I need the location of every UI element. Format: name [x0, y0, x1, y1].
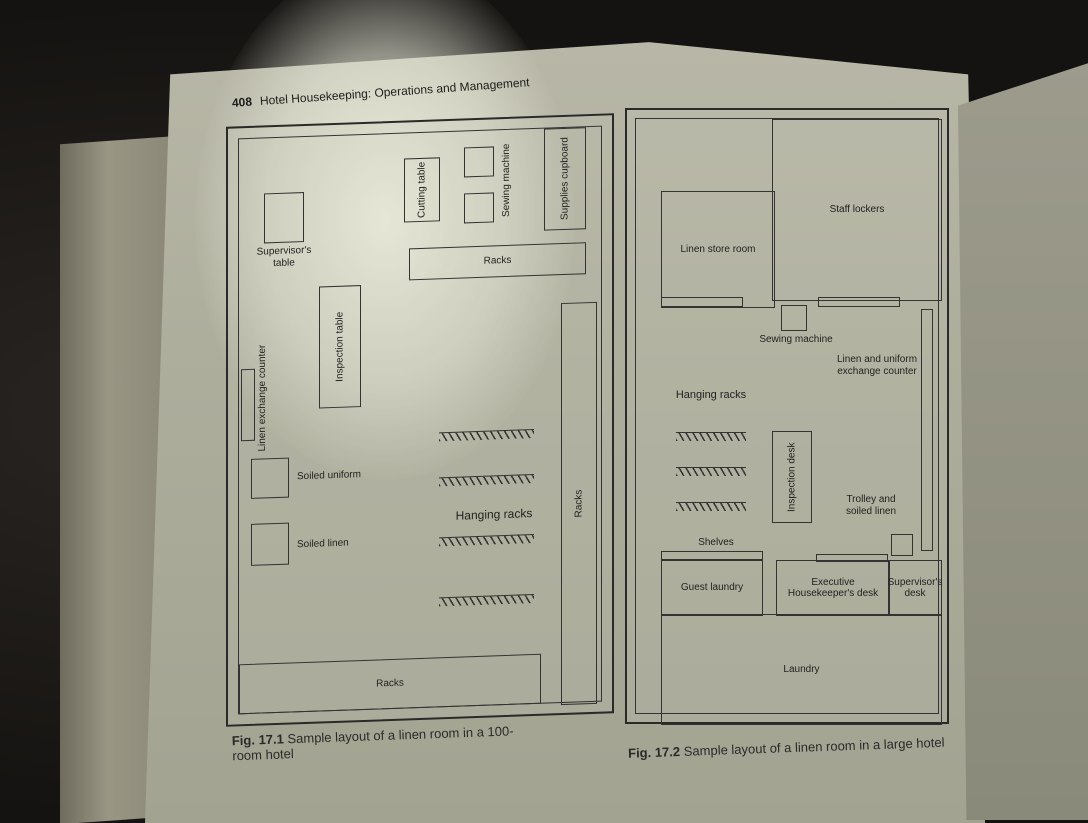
light-glare — [195, 0, 575, 480]
hanging-rack-2-1 — [676, 432, 746, 441]
page-number: 408 — [231, 94, 253, 110]
facing-page — [958, 60, 1088, 820]
inspection-table: Inspection table — [319, 285, 361, 409]
hanging-rack-2-2 — [676, 467, 746, 476]
racks-bottom: Racks — [239, 653, 541, 715]
sewing-stool-top — [464, 146, 494, 178]
racks-right: Racks — [561, 301, 597, 706]
soiled-uniform-bin — [251, 457, 289, 499]
figure-17-1: Cutting table Sewing machine Supplies cu… — [226, 113, 614, 727]
staff-lockers: Staff lockers — [772, 119, 942, 301]
exchange-counter-label: Linen exchange counter — [257, 344, 268, 453]
soiled-uniform-label: Soiled uniform — [297, 469, 361, 483]
soiled-linen-label: Soiled linen — [297, 537, 349, 551]
sewing-machine-label: Sewing machine — [501, 143, 512, 217]
shelves-label: Shelves — [698, 537, 734, 548]
supervisors-table — [264, 192, 304, 244]
sewing-machine-box — [781, 305, 807, 331]
sewing-stool-bottom — [464, 192, 494, 224]
room-outline: Cutting table Sewing machine Supplies cu… — [238, 125, 602, 715]
hanging-racks-label: Hanging racks — [455, 506, 533, 523]
caption-17-2-number: Fig. 17.2 — [627, 743, 681, 761]
shelves — [661, 551, 763, 561]
hanging-rack-1 — [439, 429, 534, 442]
desk-top-bar — [816, 554, 888, 562]
exchange-counter — [241, 368, 255, 442]
executive-housekeeper-desk: Executive Housekeeper's desk — [776, 560, 890, 616]
trolley-label: Trolley and soiled linen — [845, 494, 897, 517]
lockers-door — [818, 297, 900, 307]
exchange-counter-2 — [921, 309, 933, 551]
racks-top: Racks — [409, 242, 586, 281]
linen-store-room: Linen store room — [661, 191, 775, 308]
cutting-table: Cutting table — [404, 157, 440, 223]
hanging-rack-4 — [439, 594, 534, 607]
laundry: Laundry — [661, 614, 942, 725]
room-outline-2: Staff lockers Linen store room Sewing ma… — [635, 118, 942, 725]
trolley-box — [891, 534, 913, 556]
sewing-machine-label-2: Sewing machine — [759, 334, 833, 345]
store-room-door — [661, 297, 743, 307]
hanging-rack-2 — [439, 474, 534, 487]
exchange-counter-label-2: Linen and uniform exchange counter — [836, 354, 918, 377]
inspection-desk: Inspection desk — [772, 431, 812, 523]
supplies-cupboard: Supplies cupboard — [544, 127, 586, 231]
figure-17-2: Staff lockers Linen store room Sewing ma… — [625, 108, 949, 725]
hanging-rack-3 — [439, 534, 534, 547]
guest-laundry: Guest laundry — [661, 559, 763, 616]
hanging-rack-2-3 — [676, 502, 746, 511]
hanging-racks-label-2: Hanging racks — [675, 389, 747, 401]
supervisors-desk: Supervisor's desk — [888, 560, 942, 616]
soiled-linen-bin — [251, 522, 289, 566]
supervisors-table-label: Supervisor's table — [256, 244, 312, 269]
